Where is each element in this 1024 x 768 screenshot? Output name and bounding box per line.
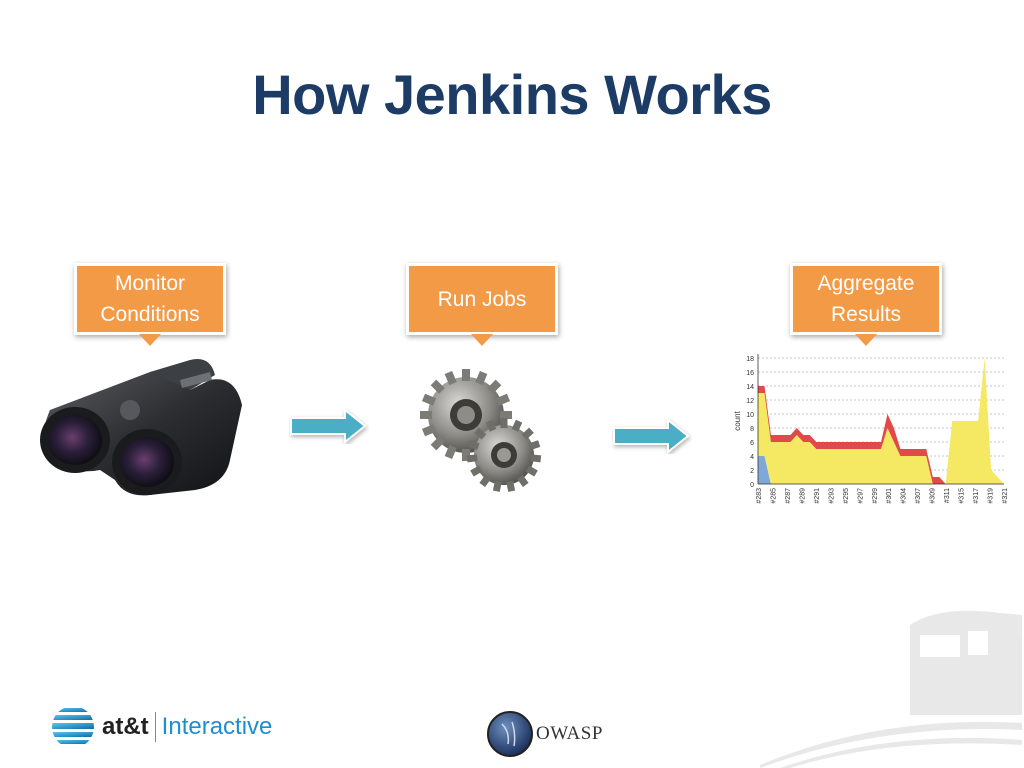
binoculars-icon <box>40 359 242 496</box>
x-tick-label: #319 <box>988 488 995 504</box>
trend-chart-icon: 0 2 4 6 8 10 12 14 16 18 count #283 #285 #287 #289 #291… <box>733 354 1008 504</box>
y-tick-label: 2 <box>750 468 754 475</box>
owasp-wasp-icon <box>487 711 533 757</box>
x-tick-label: #317 <box>973 488 980 504</box>
y-tick-label: 8 <box>750 426 754 433</box>
slide-title: How Jenkins Works <box>252 63 772 126</box>
callout-run-jobs: Run Jobs <box>406 263 558 346</box>
x-tick-label: #311 <box>944 488 951 503</box>
gears-icon <box>420 369 542 492</box>
y-tick-label: 16 <box>746 370 754 377</box>
callout-aggregate-results: Aggregate Results <box>790 263 942 346</box>
x-tick-label: #297 <box>857 488 864 504</box>
x-tick-label: #289 <box>799 488 806 504</box>
y-tick-label: 0 <box>750 482 754 489</box>
train-watermark-icon <box>760 610 1022 768</box>
area-series-1 <box>758 358 1004 484</box>
callout-tail <box>855 334 877 346</box>
att-interactive-text: Interactive <box>161 713 273 740</box>
callout-label: Monitor Conditions <box>100 272 200 326</box>
x-tick-label: #293 <box>828 488 835 504</box>
att-brand-text: at&t <box>102 713 149 740</box>
x-tick-label: #301 <box>886 488 893 504</box>
x-tick-label: #295 <box>843 488 850 504</box>
right-arrow-icon <box>613 418 690 454</box>
callout-label: Aggregate Results <box>817 272 915 326</box>
x-tick-label: #291 <box>814 488 821 504</box>
owasp-text: OWASP <box>536 723 603 744</box>
y-tick-label: 6 <box>750 440 754 447</box>
y-tick-label: 14 <box>746 384 754 391</box>
y-tick-label: 10 <box>746 412 754 419</box>
callout-tail <box>471 334 493 346</box>
x-tick-label: #304 <box>901 488 908 504</box>
y-tick-label: 4 <box>750 454 754 461</box>
callout-monitor-conditions: Monitor Conditions <box>74 263 226 346</box>
att-interactive-logo: at&t Interactive <box>50 704 272 750</box>
x-tick-label: #321 <box>1002 488 1008 504</box>
x-tick-label: #299 <box>872 488 879 504</box>
right-arrow-icon <box>290 408 367 444</box>
x-tick-label: #307 <box>915 488 922 504</box>
owasp-logo: OWASP <box>486 710 603 758</box>
callout-tail <box>139 334 161 346</box>
y-axis-label: count <box>733 410 742 430</box>
x-tick-label: #309 <box>930 488 937 504</box>
x-tick-label: #283 <box>756 488 763 504</box>
callout-label: Run Jobs <box>437 287 527 311</box>
y-tick-label: 18 <box>746 356 754 363</box>
logo-divider <box>154 712 156 742</box>
x-tick-label: #315 <box>959 488 966 504</box>
y-tick-label: 12 <box>746 398 754 405</box>
x-tick-label: #285 <box>770 488 777 504</box>
att-globe-icon <box>52 706 94 748</box>
x-tick-label: #287 <box>785 488 792 504</box>
